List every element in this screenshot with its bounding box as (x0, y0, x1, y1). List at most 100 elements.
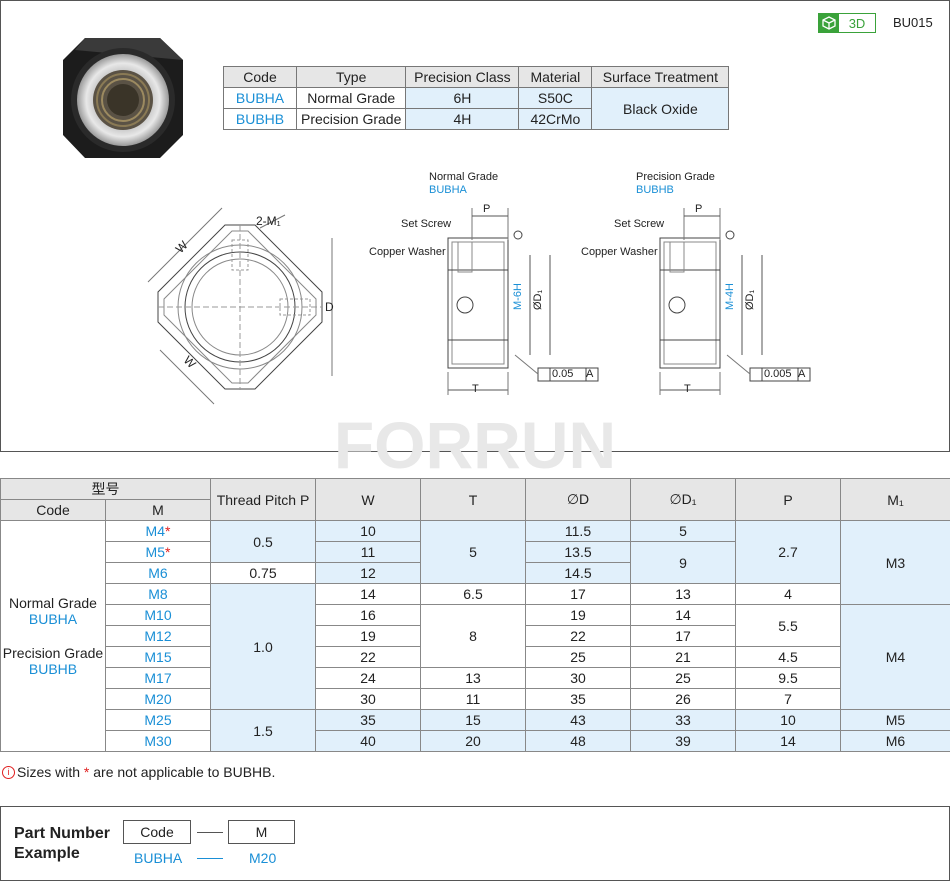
part-number-title: Part Number Example (14, 825, 111, 862)
precision-thread-label: M-4H (724, 283, 736, 310)
example-m: M20 (249, 850, 277, 866)
table-row: M25 1.5 35 15 43 33 10 M5 (1, 709, 950, 752)
header-d1: ∅D₁ (630, 478, 736, 521)
d1-cell: 14 (630, 604, 736, 626)
spec-code-link[interactable]: BUBHB (223, 108, 297, 130)
spec-header-row: Code Type Precision Class Material Surfa… (223, 66, 730, 88)
p-cell: 5.5 (735, 604, 841, 647)
pitch-cell: 1.0 (210, 583, 316, 710)
front-m1-label: 2-M₁ (256, 214, 281, 228)
d-cell: 48 (525, 730, 631, 752)
normal-datum: A (586, 368, 594, 380)
w-cell: 30 (315, 688, 421, 710)
spec-type: Normal Grade (295, 87, 407, 109)
spec-code-link[interactable]: BUBHA (223, 87, 297, 109)
front-d-label: D (325, 300, 334, 314)
w-cell: 14 (315, 583, 421, 605)
d-cell: 30 (525, 667, 631, 689)
p-cell: 4 (735, 583, 841, 605)
3d-model-button[interactable]: 3D (818, 13, 876, 33)
d1-cell: 5 (630, 520, 736, 542)
spec-precision: 4H (405, 108, 520, 130)
series-code: BU015 (893, 15, 933, 30)
table-row: M8 1.0 14 6.5 17 13 4 (1, 583, 950, 710)
code-cell: Normal Grade BUBHA Precision Grade BUBHB (0, 520, 106, 752)
precision-copper-washer-label: Copper Washer (581, 246, 658, 258)
not-applicable-mark: * (165, 544, 171, 560)
m-size-link[interactable]: M12 (105, 625, 211, 647)
normal-t-label: T (472, 383, 479, 395)
precision-grade-code: BUBHB (636, 184, 674, 196)
table-row: BUBHB Precision Grade 4H 42CrMo (223, 108, 729, 130)
example-connector-line (197, 858, 223, 859)
watermark-text: FORRUN (334, 412, 616, 476)
example-code: BUBHA (134, 850, 183, 866)
d-cell: 13.5 (525, 541, 631, 563)
normal-set-screw-label: Set Screw (401, 218, 452, 230)
d-cell: 14.5 (525, 562, 631, 584)
pitch-cell: 0.75 (210, 562, 316, 584)
spec-header-type: Type (295, 66, 407, 88)
header-d: ∅D (525, 478, 631, 521)
d1-cell: 33 (630, 709, 736, 731)
d1-cell: 26 (630, 688, 736, 710)
normal-grade-code-link[interactable]: BUBHA (28, 611, 78, 627)
d-cell: 19 (525, 604, 631, 626)
front-view-drawing (147, 207, 333, 405)
p-cell: 7 (735, 688, 841, 710)
precision-set-screw-label: Set Screw (614, 218, 665, 230)
m1-cell: M3 (840, 520, 950, 605)
footnote: i Sizes with * are not applicable to BUB… (2, 764, 275, 780)
d-cell: 17 (525, 583, 631, 605)
pitch-cell: 1.5 (210, 709, 316, 752)
w-cell: 19 (315, 625, 421, 647)
w-cell: 12 (315, 562, 421, 584)
d1-cell: 17 (630, 625, 736, 647)
m-size-link[interactable]: M15 (105, 646, 211, 668)
m-size-link[interactable]: M4* (105, 520, 211, 542)
table-row: M17 24 13 30 25 9.5 (1, 667, 950, 689)
precision-grade-code-link[interactable]: BUBHB (28, 661, 78, 677)
m-size-link[interactable]: M5* (105, 541, 211, 563)
d-cell: 11.5 (525, 520, 631, 542)
table-row: M30 40 20 48 39 14 M6 (1, 730, 950, 752)
normal-thread-label: M-6H (512, 283, 524, 310)
m-size-link[interactable]: M17 (105, 667, 211, 689)
cube-icon (819, 14, 839, 32)
spec-type: Precision Grade (295, 108, 407, 130)
d1-cell: 9 (630, 541, 736, 584)
table-header-row: 型号 Thread Pitch P W T ∅D ∅D₁ P M₁ (0, 478, 950, 521)
spec-precision: 6H (405, 87, 520, 109)
table-row: M12 19 22 17 (1, 625, 950, 647)
d-cell: 35 (525, 688, 631, 710)
m-size-link[interactable]: M8 (105, 583, 211, 605)
pitch-cell: 0.5 (210, 520, 316, 563)
p-cell: 2.7 (735, 520, 841, 584)
precision-section-drawing (659, 208, 811, 395)
m1-cell: M4 (840, 604, 950, 710)
w-cell: 10 (315, 520, 421, 542)
m-size-link[interactable]: M20 (105, 688, 211, 710)
header-p: P (735, 478, 841, 521)
d1-cell: 25 (630, 667, 736, 689)
normal-grade-label: Normal Grade (9, 595, 97, 611)
t-cell: 6.5 (420, 583, 526, 605)
header-pitch: Thread Pitch P (210, 478, 316, 521)
table-row: M6 0.75 12 14.5 (1, 562, 950, 584)
spec-header-surface: Surface Treatment (591, 66, 730, 88)
t-cell: 8 (420, 604, 526, 668)
header-m: M (105, 499, 211, 521)
p-cell: 14 (735, 730, 841, 752)
p-cell: 10 (735, 709, 841, 731)
m-size-link[interactable]: M30 (105, 730, 211, 752)
not-applicable-mark: * (165, 523, 171, 539)
m-size-link[interactable]: M25 (105, 709, 211, 731)
w-cell: 16 (315, 604, 421, 626)
precision-tolerance: 0.005 (764, 368, 792, 380)
spec-surface: Black Oxide (591, 87, 730, 130)
m-size-link[interactable]: M6 (105, 562, 211, 584)
connector-line (197, 832, 223, 833)
header-m1: M₁ (840, 478, 950, 521)
m1-cell: M5 (840, 709, 950, 731)
m-size-link[interactable]: M10 (105, 604, 211, 626)
